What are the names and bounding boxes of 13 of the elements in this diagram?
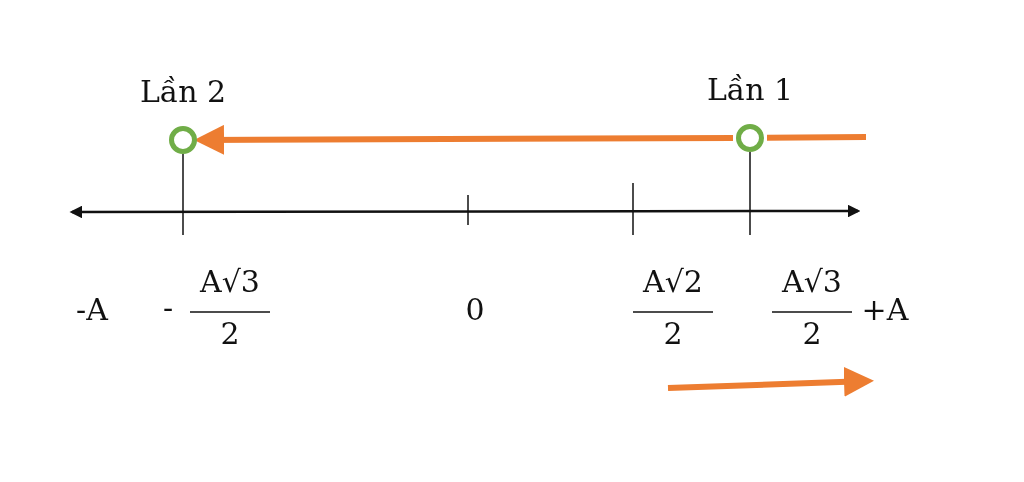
point-label: Lần 2 bbox=[139, 73, 227, 111]
minus-sign: - bbox=[162, 290, 174, 326]
fraction-numerator: A√2 bbox=[643, 264, 703, 300]
fraction-denominator: 2 bbox=[802, 316, 822, 352]
point-label: Lần 1 bbox=[706, 71, 794, 109]
axis-label: +A bbox=[861, 292, 909, 328]
fraction-numerator: A√3 bbox=[782, 264, 842, 300]
fraction-numerator: A√3 bbox=[200, 264, 260, 300]
line bbox=[766, 134, 867, 141]
fraction-denominator: 2 bbox=[220, 316, 240, 352]
fraction-denominator: 2 bbox=[663, 316, 683, 352]
axis-label: -A bbox=[76, 292, 108, 328]
axis-label: 0 bbox=[465, 292, 485, 328]
